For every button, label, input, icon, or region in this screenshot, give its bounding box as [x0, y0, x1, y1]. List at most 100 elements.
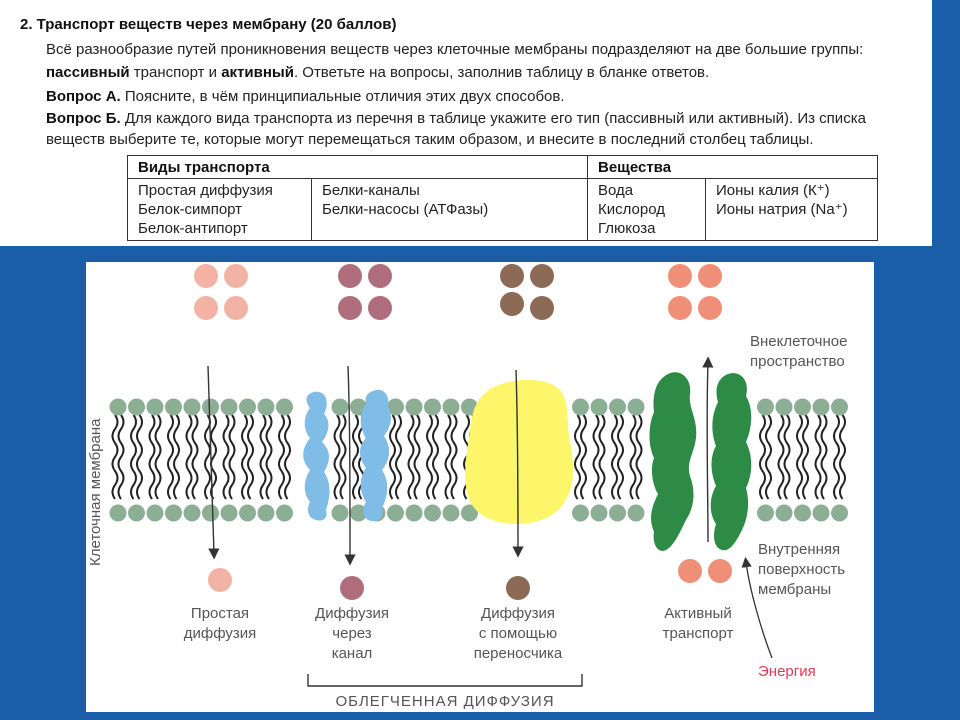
lipid-tail	[783, 414, 791, 500]
lipid-head	[350, 504, 367, 522]
lipid-tail	[574, 414, 581, 500]
molecule	[208, 568, 232, 592]
lipid-tail	[185, 414, 193, 500]
lipid-tail	[339, 414, 347, 500]
type-item: Простая диффузия	[138, 182, 273, 199]
lipid-tail	[407, 414, 415, 500]
lipid-tail	[148, 414, 156, 500]
lipid-tail	[167, 414, 174, 500]
lipid-head	[812, 504, 830, 522]
lipid-tail	[839, 414, 846, 500]
active-term: активный	[221, 64, 294, 81]
transport-arrow	[207, 365, 220, 560]
lipid-tail	[395, 414, 402, 500]
lipid-tail	[241, 414, 248, 500]
lipid-tail	[389, 414, 396, 500]
active-transport-label-2: транспорт	[663, 625, 734, 642]
lipid-head	[794, 398, 811, 416]
facilitated-bracket	[307, 674, 583, 687]
lipid-head	[239, 398, 256, 416]
channel-diffusion-label-3: канал	[332, 645, 373, 662]
lipid-head	[572, 398, 589, 416]
lipid-tail	[117, 414, 125, 500]
lipid-head	[831, 398, 848, 416]
transport-table: Виды транспорта Вещества Простая диффузи…	[127, 155, 878, 241]
channel-diffusion-label-1: Диффузия	[315, 605, 389, 622]
lipid-tail	[765, 414, 772, 500]
molecules	[194, 264, 732, 600]
molecule	[698, 264, 722, 288]
transport-arrow	[702, 356, 714, 543]
molecule	[678, 559, 702, 583]
substance-item: Ионы натрия (Na⁺)	[716, 201, 848, 218]
lipid-tail	[617, 414, 624, 500]
transport-arrow	[344, 365, 356, 566]
facilitated-diffusion-label: ОБЛЕГЧЕННАЯ ДИФФУЗИЯ	[335, 693, 554, 710]
type-item: Белок-антипорт	[138, 220, 248, 237]
lipid-head	[424, 504, 441, 522]
molecule	[224, 296, 248, 320]
question-b: Вопрос Б. Для каждого вида транспорта из…	[46, 110, 866, 127]
lipid-tail	[130, 414, 137, 500]
lipid-head	[442, 504, 460, 522]
lipid-head	[794, 504, 811, 522]
substances-col-2: Ионы калия (К⁺) Ионы натрия (Na⁺)	[705, 178, 878, 241]
lipid-head	[220, 398, 238, 416]
lipid-tail	[204, 414, 211, 500]
molecule	[500, 264, 524, 288]
substance-item: Ионы калия (К⁺)	[716, 182, 830, 199]
lipid-head	[590, 398, 608, 416]
lipid-head	[812, 398, 830, 416]
lipid-head	[257, 398, 275, 416]
molecule	[224, 264, 248, 288]
intro-line-2: пассивный транспорт и активный. Ответьте…	[46, 64, 709, 81]
lipid-head	[775, 504, 793, 522]
passive-term: пассивный	[46, 64, 130, 81]
lipid-head	[220, 504, 238, 522]
lipid-tail	[611, 414, 618, 500]
energy-label: Энергия	[758, 663, 816, 680]
lipid-tail	[635, 414, 643, 500]
intro-end: . Ответьте на вопросы, заполнив таблицу …	[293, 64, 710, 81]
molecule	[338, 264, 362, 288]
header-substances: Вещества	[587, 155, 878, 179]
lipid-tail	[247, 414, 254, 500]
task-panel: 2. Транспорт веществ через мембрану (20 …	[0, 0, 932, 246]
lipid-head	[331, 504, 349, 522]
molecule	[506, 576, 530, 600]
lipid-head	[387, 504, 404, 522]
lipid-tail	[154, 414, 162, 500]
carrier-diffusion-label-1: Диффузия	[481, 605, 555, 622]
extracellular-label-1: Внеклеточное	[750, 333, 847, 350]
lipid-head	[165, 504, 182, 522]
molecule	[698, 296, 722, 320]
substance-item: Вода	[598, 182, 634, 199]
lipid-tail	[444, 414, 452, 500]
molecule	[368, 264, 392, 288]
molecule	[194, 296, 218, 320]
molecule	[500, 292, 524, 316]
lipid-tail	[802, 414, 809, 500]
carrier-diffusion-label-3: переносчика	[474, 645, 563, 662]
substances-col-1: Вода Кислород Глюкоза	[587, 178, 706, 241]
lipid-tail	[222, 414, 230, 500]
header-types: Виды транспорта	[127, 155, 588, 179]
lipid-head	[109, 398, 127, 416]
lipid-tail	[432, 414, 439, 500]
lipid-tail	[759, 414, 766, 500]
lipid-tail	[450, 414, 458, 500]
molecule	[368, 296, 392, 320]
question-a-text: Поясните, в чём принципиальные отличия э…	[124, 88, 565, 105]
lipid-head	[387, 398, 404, 416]
lipid-tail	[413, 414, 421, 500]
inner-surface-label-3: мембраны	[758, 581, 831, 598]
molecule	[194, 264, 218, 288]
task-title: 2. Транспорт веществ через мембрану (20 …	[20, 16, 397, 33]
lipid-head	[572, 504, 589, 522]
lipid-head	[757, 398, 774, 416]
lipid-tail	[173, 414, 180, 500]
lipid-head	[183, 398, 201, 416]
lipid-head	[609, 504, 626, 522]
lipid-head	[146, 504, 164, 522]
lipid-head	[405, 504, 423, 522]
